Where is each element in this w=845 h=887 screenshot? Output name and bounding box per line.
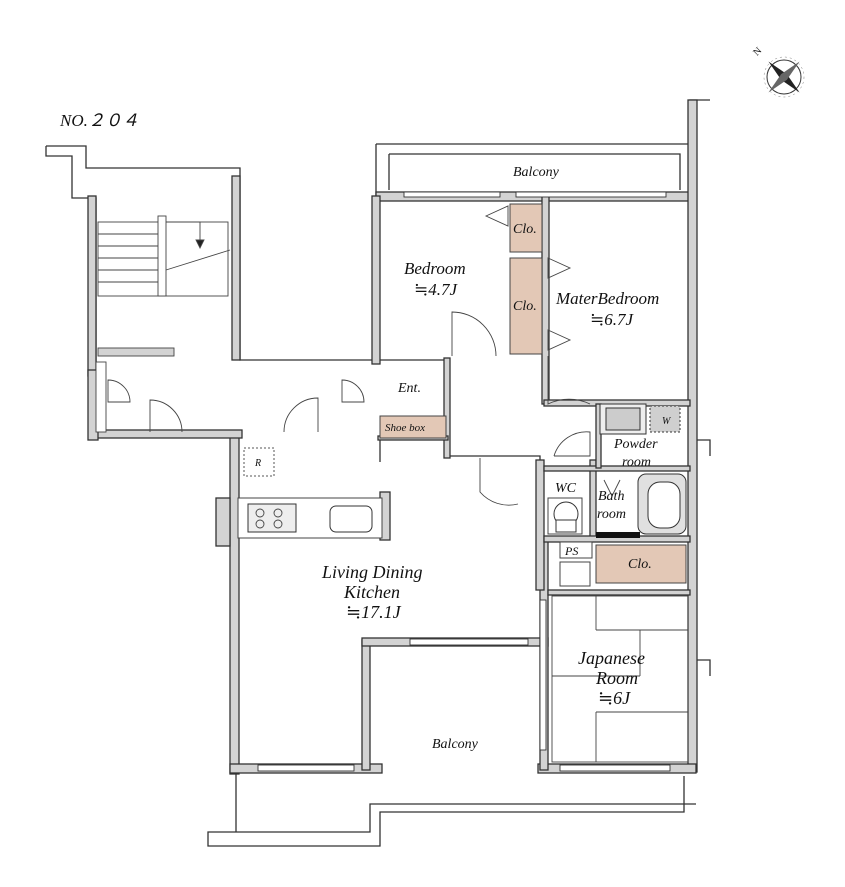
compass-rose-icon: N (751, 45, 805, 98)
staircase (95, 215, 231, 433)
japanese-room-label-1: Japanese (578, 648, 645, 668)
outer-walls (45, 99, 711, 847)
ldk-size: ≒17.1J (346, 602, 402, 622)
closet-a-box (509, 203, 543, 253)
bedroom-label: Bedroom (404, 259, 466, 278)
wc-label: WC (555, 481, 577, 496)
bathroom-label-2: room (597, 507, 626, 522)
closet-b-box (509, 257, 543, 355)
closet-c-label: Clo. (628, 557, 652, 572)
master-bedroom-label: MaterBedroom (555, 289, 659, 308)
pipe-shaft (559, 561, 591, 587)
windows (257, 191, 671, 772)
closet-b-label: Clo. (513, 299, 537, 314)
fridge-space (243, 447, 275, 477)
closet-a-label: Clo. (513, 222, 537, 237)
shoe-box-box (379, 415, 447, 439)
balcony-bottom-label: Balcony (432, 737, 479, 752)
pipe-space-label: PS (564, 544, 578, 558)
unit-number: NO.２０４ (59, 111, 139, 130)
bedroom-size: ≒4.7J (414, 280, 458, 299)
powder-room-label-1: Powder (613, 437, 658, 452)
toilet-icon (547, 497, 583, 535)
tatami-mats (551, 595, 689, 763)
shoe-box-label: Shoe box (385, 422, 425, 434)
japanese-room-size: ≒6J (598, 688, 631, 708)
powder-room-label-2: room (622, 455, 651, 470)
washer-icon (649, 405, 681, 433)
door-swings (107, 205, 621, 506)
washbasin (599, 403, 647, 435)
ldk-label-2: Kitchen (343, 582, 400, 602)
master-bedroom-size: ≒6.7J (590, 310, 634, 329)
japanese-room-label-2: Room (595, 668, 638, 688)
pipe-space-box (559, 541, 593, 559)
washer-label: W (662, 416, 672, 427)
ldk-label-1: Living Dining (321, 562, 423, 582)
kitchen-counter (237, 497, 383, 539)
fridge-label: R (254, 458, 261, 469)
balcony-top-label: Balcony (513, 165, 560, 180)
bathroom-label-1: Bath (598, 489, 624, 504)
entrance-label: Ent. (397, 381, 421, 396)
bathtub-icon (596, 473, 687, 538)
compass-north-label: N (751, 45, 764, 58)
closet-c-box (595, 544, 687, 584)
